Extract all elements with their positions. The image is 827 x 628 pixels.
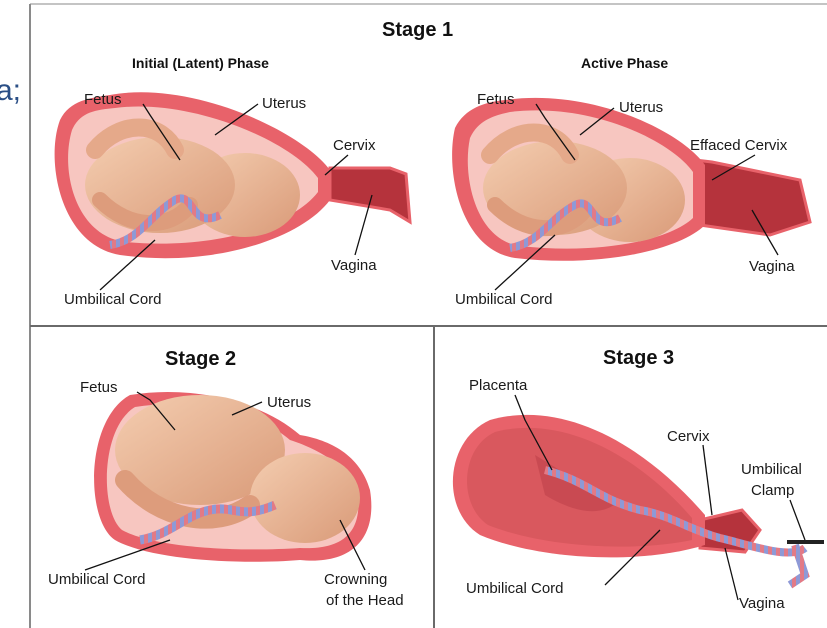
s2-fetus-label: Fetus [80, 379, 118, 396]
s1-latent-fetus-label: Fetus [84, 91, 122, 108]
s1-latent-cord-label: Umbilical Cord [64, 291, 162, 308]
s3-vagina-label: Vagina [739, 595, 785, 612]
s1-active-vagina-label: Vagina [749, 258, 795, 275]
s2-crowning-line2: of the Head [326, 592, 404, 609]
stage2-title: Stage 2 [165, 348, 236, 370]
stage1-active-illustration [452, 98, 810, 261]
stage3-illustration [453, 415, 824, 585]
stage1-latent-phase-title: Initial (Latent) Phase [132, 55, 269, 71]
s3-clamp-leader [790, 500, 805, 540]
s1-active-fetus-label: Fetus [477, 91, 515, 108]
s2-uterus-label: Uterus [267, 394, 311, 411]
s1-latent-cervix-label: Cervix [333, 137, 376, 154]
s1-latent-uterus-label: Uterus [262, 95, 306, 112]
s1-active-cervix-label: Effaced Cervix [690, 137, 788, 154]
stage1-title: Stage 1 [382, 19, 453, 41]
s3-clamp-line2: Clamp [751, 482, 794, 499]
s3-vagina-leader [725, 548, 738, 600]
s2-cord-label: Umbilical Cord [48, 571, 146, 588]
s3-cervix-label: Cervix [667, 428, 710, 445]
s1-active-uterus-label: Uterus [619, 99, 663, 116]
s2-crowning-line1: Crowning [324, 571, 387, 588]
s3-placenta-label: Placenta [469, 377, 528, 394]
stage1-latent-illustration [55, 92, 410, 258]
stage1-active-phase-title: Active Phase [581, 55, 668, 71]
s1-latent-vagina-label: Vagina [331, 257, 377, 274]
s1-active-cord-label: Umbilical Cord [455, 291, 553, 308]
s3-clamp-line1: Umbilical [741, 461, 802, 478]
s3-cord-label: Umbilical Cord [466, 580, 564, 597]
stage3-title: Stage 3 [603, 347, 674, 369]
s3-cervix-leader [703, 445, 712, 515]
stage2-illustration [94, 392, 371, 562]
